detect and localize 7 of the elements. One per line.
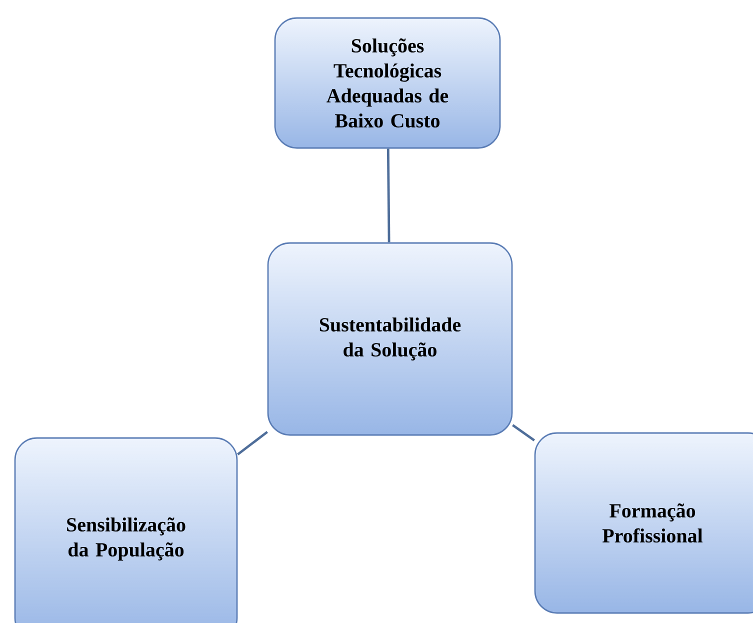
process-box: Soluções Tecnológicas Adequadas de Baixo Custo xyxy=(274,17,501,149)
connector-line xyxy=(512,424,535,442)
connector-line xyxy=(236,431,268,456)
connector-line xyxy=(386,148,390,242)
process-box: Sensibilização da População xyxy=(14,437,238,623)
process-box: Formação Profissional xyxy=(534,432,753,614)
process-box: Sustentabilidade da Solução xyxy=(267,242,513,436)
